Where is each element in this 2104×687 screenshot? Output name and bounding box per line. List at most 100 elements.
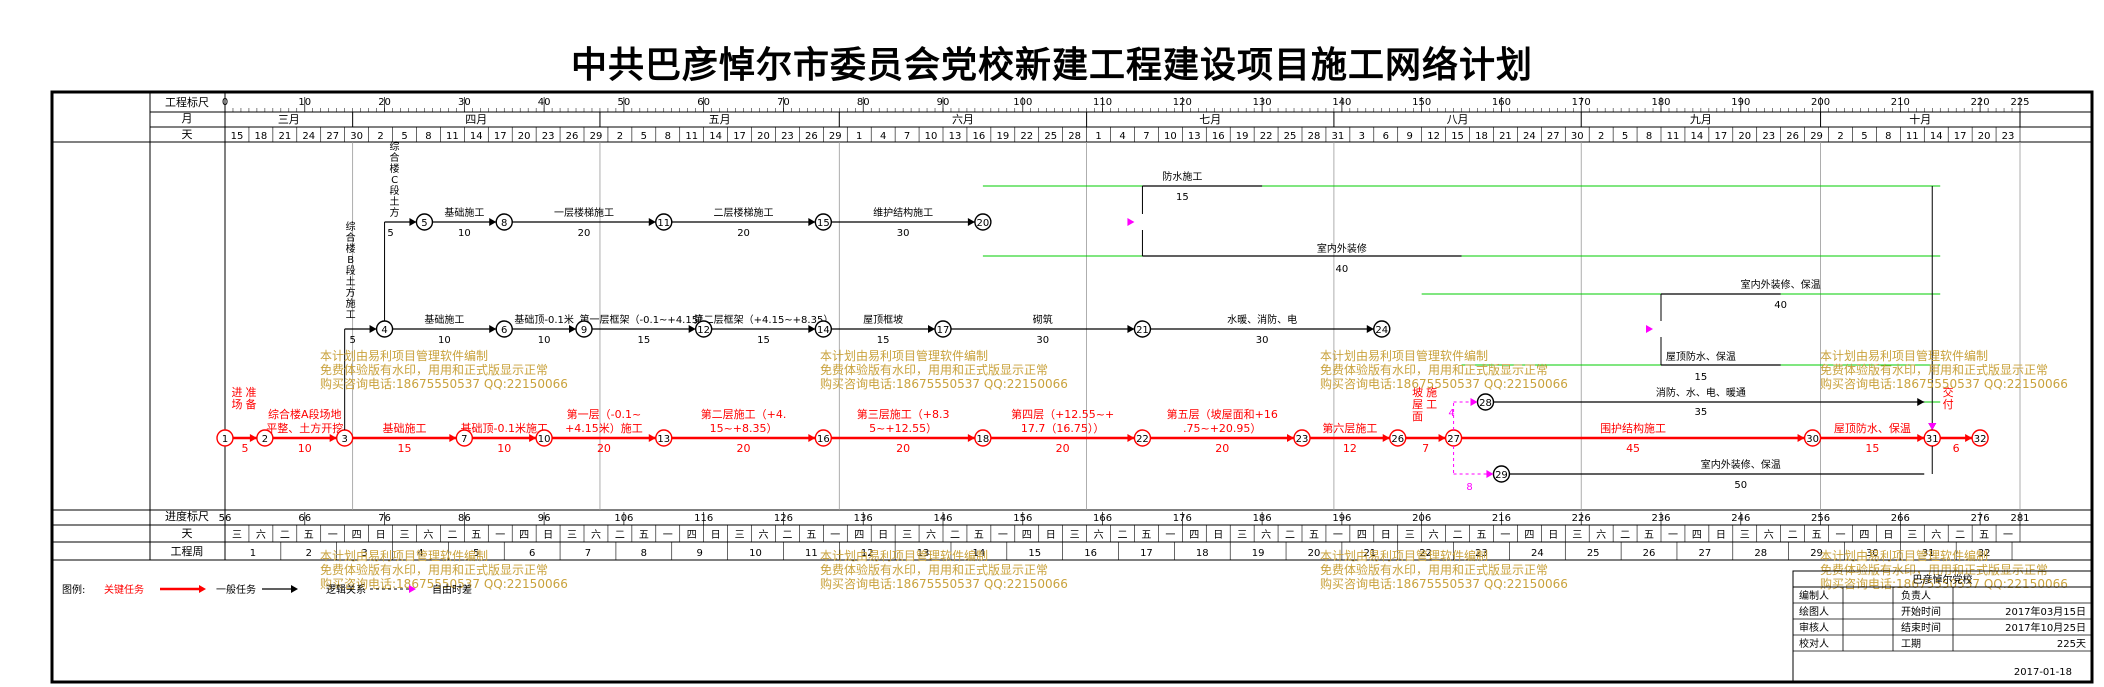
node-label: 30 (1806, 434, 1819, 445)
day-label: 8 (665, 131, 671, 142)
weekday-label: 六 (1094, 529, 1104, 541)
arrow-head (1438, 434, 1446, 442)
weekday-label: 一 (830, 530, 840, 541)
day-label: 27 (326, 131, 339, 142)
normal-task-name: 消防、水、电、暖通 (1656, 386, 1746, 399)
critical-task-duration: 5 (241, 442, 248, 455)
weekday-label: 日 (711, 530, 721, 541)
normal-task-duration: 50 (1734, 480, 1747, 491)
watermark-text: 本计划由易利项目管理软件编制 (820, 348, 988, 363)
month-label: 五月 (709, 113, 731, 126)
info-label: 工期 (1901, 638, 1921, 650)
day-label: 26 (1786, 131, 1799, 142)
event-node (1293, 429, 1311, 447)
critical-task-duration: 7 (1422, 442, 1429, 455)
critical-task-name: 第五层（坡屋面和+16 (1167, 407, 1278, 421)
node-label: 4 (381, 325, 387, 336)
node-label: 20 (977, 218, 990, 229)
critical-task-duration: 10 (497, 442, 511, 455)
weekday-label: 日 (878, 530, 888, 541)
node-label: 10 (538, 434, 551, 445)
normal-task-name: 土 (390, 195, 400, 208)
day-label: 5 (1622, 131, 1628, 142)
watermark-text: 免费体验版有水印，用用和正式版显示正常 (820, 362, 1048, 377)
day-label: 20 (1978, 131, 1991, 142)
critical-task-name: 屋 (1412, 398, 1423, 411)
month-label: 四月 (465, 113, 487, 126)
critical-task-name: 5~+12.55） (869, 422, 937, 435)
normal-task-name: 综 (346, 220, 356, 233)
day-label: 10 (1164, 131, 1177, 142)
week-label: 17 (1140, 548, 1153, 559)
free-float-value: 8 (1466, 482, 1472, 493)
day-label: 23 (2002, 131, 2015, 142)
week-label: 27 (1699, 548, 1712, 559)
day-label: 24 (302, 131, 315, 142)
scale-label-engineering: 工程标尺 (165, 95, 209, 109)
watermark-text: 购买咨询电话:18675550537 QQ:22150066 (320, 576, 568, 591)
arrow-head (688, 325, 696, 333)
day-label: 17 (494, 131, 507, 142)
day-label: 5 (1861, 131, 1867, 142)
day-label: 15 (1451, 131, 1464, 142)
day-label: 17 (1954, 131, 1967, 142)
day-label: 2 (1598, 131, 1604, 142)
weekday-label: 五 (1979, 530, 1989, 541)
day-label: 21 (278, 131, 291, 142)
week-label: 16 (1084, 548, 1097, 559)
day-label: 25 (1044, 131, 1057, 142)
day-label: 1 (856, 131, 862, 142)
day-label: 14 (470, 131, 483, 142)
normal-task-duration: 30 (897, 228, 910, 239)
weekday-label: 二 (1285, 530, 1295, 541)
normal-task-duration: 40 (1774, 300, 1787, 311)
week-label: 2 (306, 548, 312, 559)
arrow-head (409, 585, 416, 593)
event-node (495, 320, 513, 338)
weekday-label: 一 (1165, 530, 1175, 541)
critical-task-name: 基础顶-0.1米施工 (460, 422, 547, 435)
arrow-head (199, 585, 206, 593)
normal-task-name: 段 (390, 184, 400, 197)
node-label: 12 (697, 325, 710, 336)
week-label: 30 (1866, 548, 1879, 559)
info-label: 绘图人 (1799, 605, 1829, 618)
weekday-label: 一 (495, 530, 505, 541)
normal-task-name: 砌筑 (1033, 313, 1053, 326)
arrow-head (329, 434, 337, 442)
day-label: 17 (1714, 131, 1727, 142)
week-label: 32 (1978, 548, 1991, 559)
week-label: 9 (696, 548, 702, 559)
weekday-label: 五 (471, 530, 481, 541)
arrow-head (569, 325, 576, 333)
weekday-label: 六 (423, 529, 433, 541)
watermark-text: 购买咨询电话:18675550537 QQ:22150066 (820, 576, 1068, 591)
normal-task-name: 第一层框架（-0.1~+4.15） (580, 313, 709, 326)
event-node (814, 429, 833, 447)
weekday-label: 四 (1859, 530, 1869, 541)
normal-task-duration: 5 (387, 228, 393, 239)
day-label: 13 (1188, 131, 1201, 142)
normal-task-name: 楼 (346, 242, 356, 255)
week-label: 4 (417, 548, 423, 559)
watermark-text: 购买咨询电话:18675550537 QQ:22150066 (1820, 376, 2068, 391)
normal-task-duration: 10 (458, 228, 471, 239)
week-label: 29 (1810, 548, 1823, 559)
day-label: 22 (1260, 131, 1273, 142)
watermark-text: 购买咨询电话:18675550537 QQ:22150066 (1320, 376, 1568, 391)
weekday-label: 三 (902, 530, 912, 541)
normal-task-duration: 20 (737, 228, 750, 239)
weekday-label: 三 (1070, 530, 1080, 541)
event-node (1133, 320, 1152, 338)
free-float-value: 4 (1448, 408, 1454, 419)
weekday-label: 五 (806, 530, 816, 541)
weekday-label: 六 (759, 529, 769, 541)
arrow-head (1917, 434, 1925, 442)
weekday-label: 三 (567, 530, 577, 541)
week-label: 7 (585, 548, 591, 559)
weekday-label: 三 (1237, 530, 1247, 541)
week-label: 25 (1587, 548, 1600, 559)
month-label: 三月 (278, 113, 300, 126)
critical-task-name: 第四层（+12.55~+ (1011, 407, 1114, 421)
day-label: 5 (641, 131, 647, 142)
